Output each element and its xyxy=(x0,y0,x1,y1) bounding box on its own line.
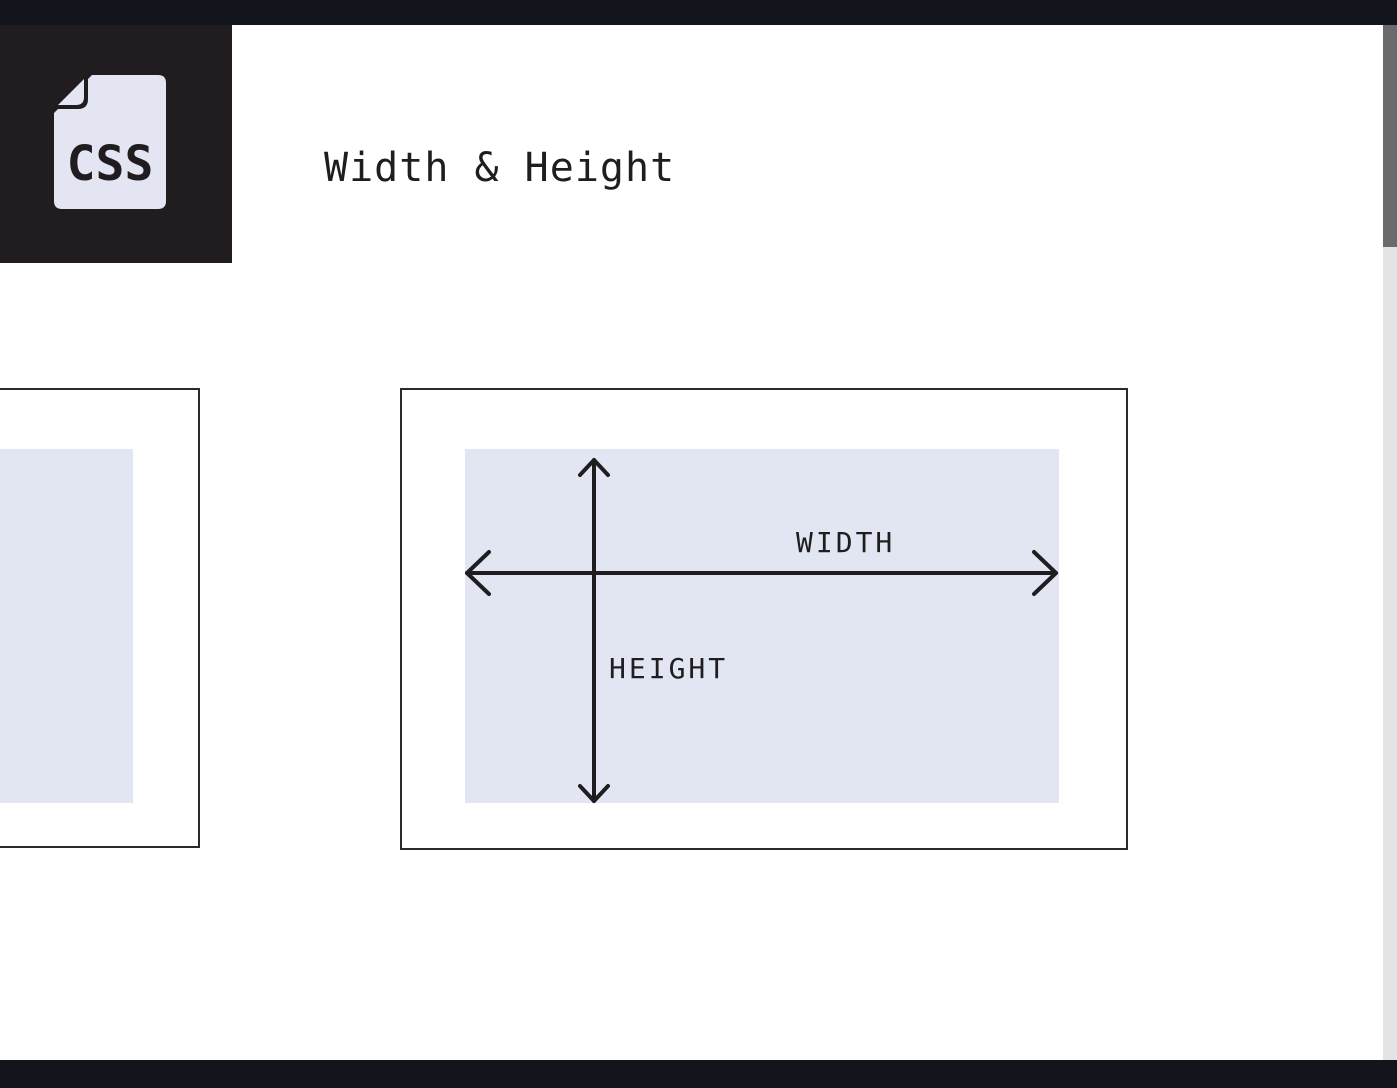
logo-panel: CSS xyxy=(0,25,232,263)
slide-title: Width & Height xyxy=(324,145,676,191)
bottom-frame-bar xyxy=(0,1060,1397,1088)
dimension-arrows xyxy=(465,458,1058,803)
top-frame-bar xyxy=(0,0,1397,25)
logo-text: CSS xyxy=(67,136,154,192)
css-file-icon: CSS xyxy=(54,75,166,209)
double-arrow-horizontal-icon xyxy=(465,550,1058,596)
content-area xyxy=(465,449,1059,803)
adjacent-box-content xyxy=(0,449,133,803)
slide-canvas: CSS Width & Height WIDTH HEIGHT xyxy=(0,25,1383,1060)
width-label: WIDTH xyxy=(796,526,896,559)
scrollbar-thumb[interactable] xyxy=(1383,25,1397,247)
scrollbar-track[interactable] xyxy=(1383,25,1397,1060)
double-arrow-vertical-icon xyxy=(578,458,610,803)
height-label: HEIGHT xyxy=(609,652,729,685)
